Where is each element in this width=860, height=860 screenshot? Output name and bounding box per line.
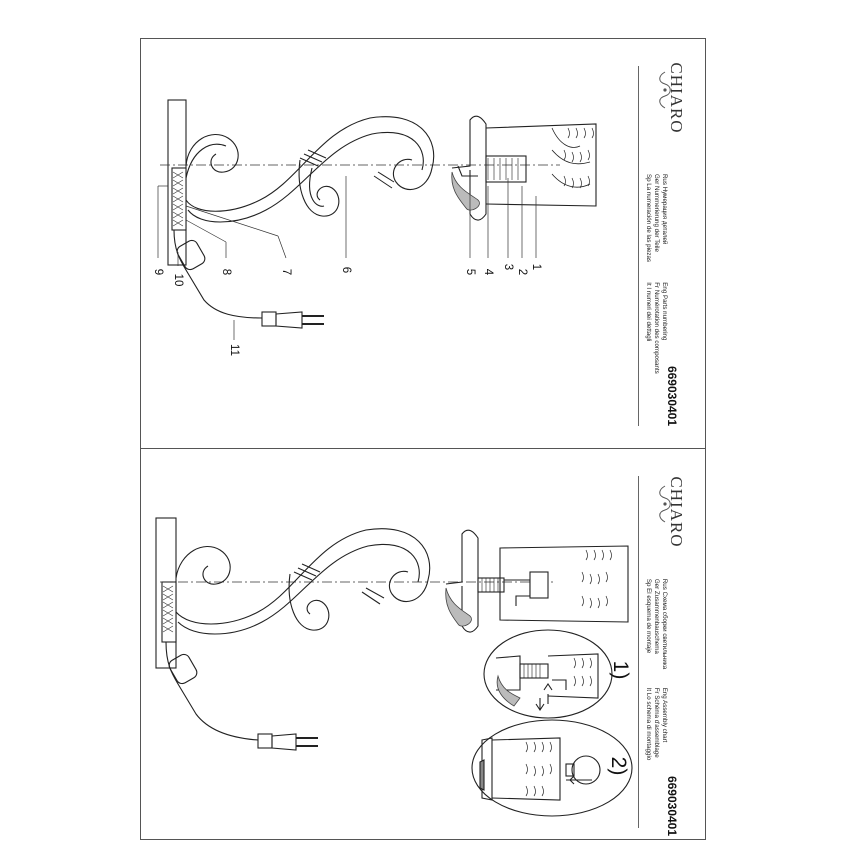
header-rule-top <box>638 66 639 426</box>
sheet-frame <box>140 38 706 840</box>
cord-switch <box>176 239 206 271</box>
chiaro-logo-ornament <box>659 71 671 109</box>
panel-divider <box>140 448 706 449</box>
step-2-detail-ellipse <box>471 719 633 817</box>
chiaro-logo-ornament <box>659 485 671 523</box>
step-1-detail-ellipse <box>483 629 613 719</box>
step-2-label: 2) <box>607 756 630 776</box>
step-1-label: 1) <box>609 660 632 680</box>
header-rule-bottom <box>638 476 639 828</box>
